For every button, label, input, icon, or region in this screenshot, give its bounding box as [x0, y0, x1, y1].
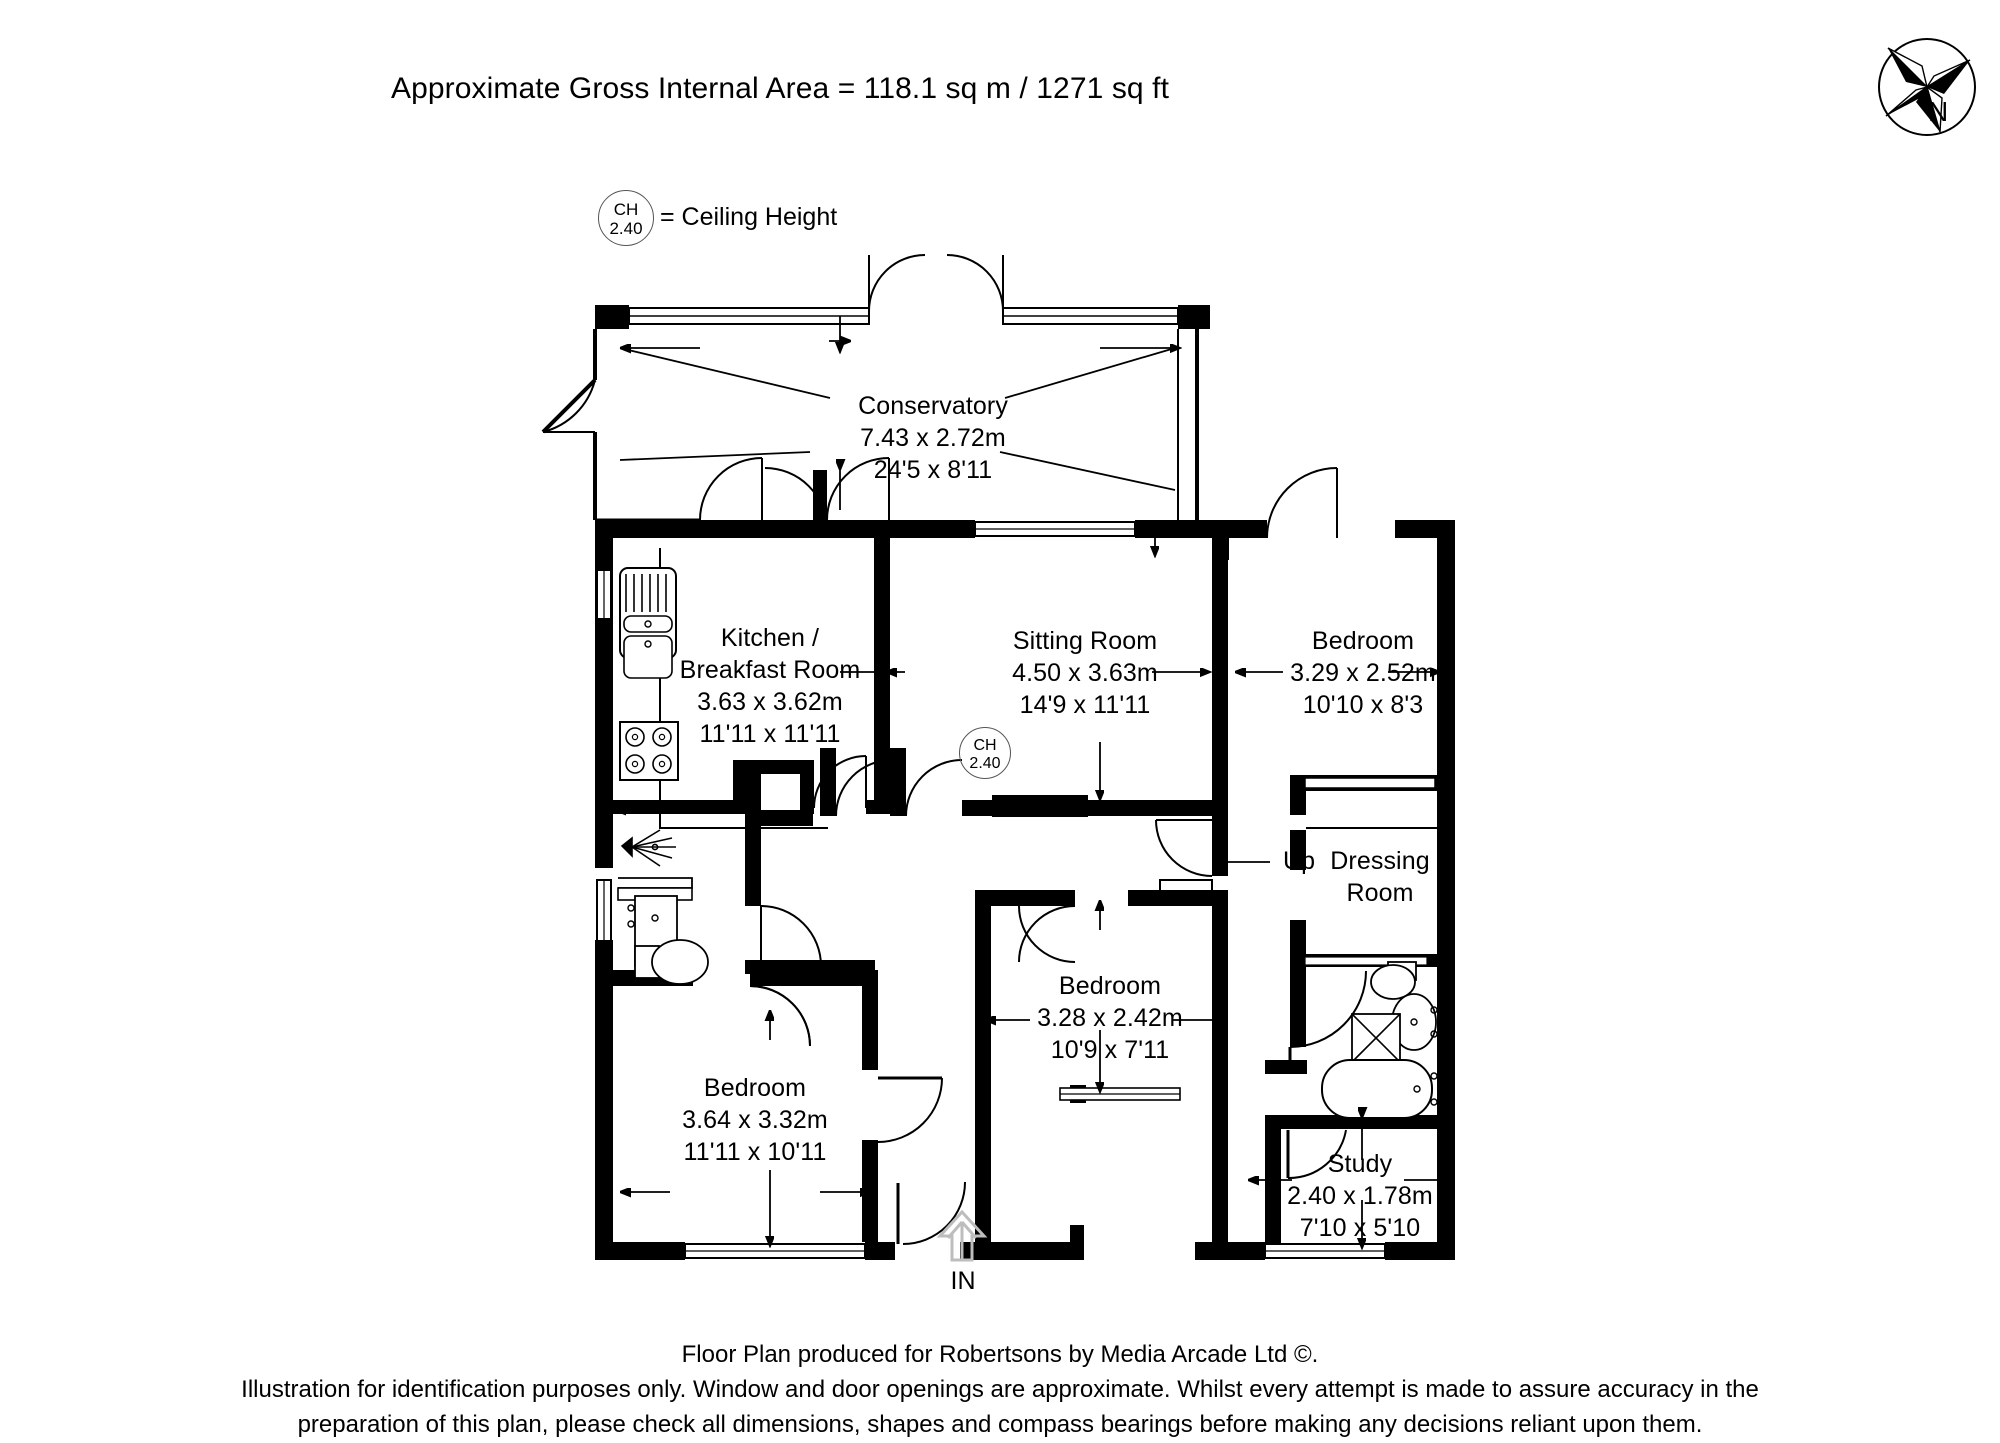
room-name-line2: Room: [1346, 879, 1414, 907]
room-metric: 3.28 x 2.42m: [1037, 1004, 1183, 1032]
footer-line-1: Floor Plan produced for Robertsons by Me…: [681, 1341, 1319, 1368]
room-imperial: 14'9 x 11'11: [1019, 691, 1151, 719]
room-metric: 7.43 x 2.72m: [860, 424, 1006, 452]
room-name: Sitting Room: [1012, 627, 1158, 655]
room-metric: 3.29 x 2.52m: [1290, 659, 1436, 687]
footer-line-3: preparation of this plan, please check a…: [297, 1410, 1703, 1438]
stairs-up-label: Up: [1283, 847, 1315, 875]
room-label-bedroom-middle: Bedroom 3.28 x 2.42m 10'9 x 7'11: [1000, 970, 1220, 1066]
ch-value: 2.40: [609, 219, 643, 239]
room-name-line2: Breakfast Room: [679, 656, 861, 684]
room-label-conservatory: Conservatory 7.43 x 2.72m 24'5 x 8'11: [828, 390, 1038, 486]
room-label-kitchen-breakfast-room: Kitchen / Breakfast Room 3.63 x 3.62m 11…: [655, 622, 885, 750]
ch-abbr: CH: [613, 200, 639, 219]
room-name: Bedroom: [703, 1074, 807, 1102]
room-metric: 3.63 x 3.62m: [697, 688, 843, 716]
footer-line-2: Illustration for identification purposes…: [241, 1375, 1759, 1403]
room-name-line1: Kitchen /: [720, 624, 820, 652]
page-title: Approximate Gross Internal Area = 118.1 …: [390, 72, 1170, 105]
ceiling-height-legend-icon: CH 2.40: [598, 190, 654, 246]
room-metric: 4.50 x 3.63m: [1012, 659, 1158, 687]
ch-marker-value: 2.40: [969, 754, 1001, 772]
room-name: Conservatory: [858, 392, 1008, 420]
room-imperial: 11'11 x 10'11: [683, 1138, 827, 1166]
room-metric: 3.64 x 3.32m: [682, 1106, 828, 1134]
footer-disclaimer: Floor Plan produced for Robertsons by Me…: [0, 1338, 2000, 1442]
ceiling-height-legend-text: = Ceiling Height: [660, 203, 838, 231]
room-imperial: 10'9 x 7'11: [1050, 1036, 1170, 1064]
ch-marker-abbr: CH: [973, 737, 997, 754]
room-name: Study: [1327, 1150, 1393, 1178]
compass-rose-icon: [1878, 38, 1976, 136]
room-imperial: 7'10 x 5'10: [1299, 1214, 1421, 1242]
room-name: Bedroom: [1058, 972, 1162, 1000]
room-label-bedroom-rear: Bedroom 3.64 x 3.32m 11'11 x 10'11: [640, 1072, 870, 1168]
room-metric: 2.40 x 1.78m: [1287, 1182, 1433, 1210]
room-name: Bedroom: [1311, 627, 1415, 655]
room-label-dressing-room: Dressing Room: [1300, 845, 1460, 909]
room-label-study: Study 2.40 x 1.78m 7'10 x 5'10: [1250, 1148, 1470, 1244]
entrance-in-label: IN: [950, 1267, 976, 1295]
room-imperial: 11'11 x 11'11: [699, 720, 841, 748]
compass-north-label: N: [1928, 96, 1949, 127]
room-label-bedroom-master: Bedroom 3.29 x 2.52m 10'10 x 8'3: [1258, 625, 1468, 721]
room-imperial: 10'10 x 8'3: [1302, 691, 1424, 719]
room-imperial: 24'5 x 8'11: [873, 456, 993, 484]
room-label-sitting-room: Sitting Room 4.50 x 3.63m 14'9 x 11'11: [975, 625, 1195, 721]
ceiling-height-marker-sitting-room: CH 2.40: [959, 727, 1011, 779]
room-name-line1: Dressing: [1330, 847, 1430, 875]
